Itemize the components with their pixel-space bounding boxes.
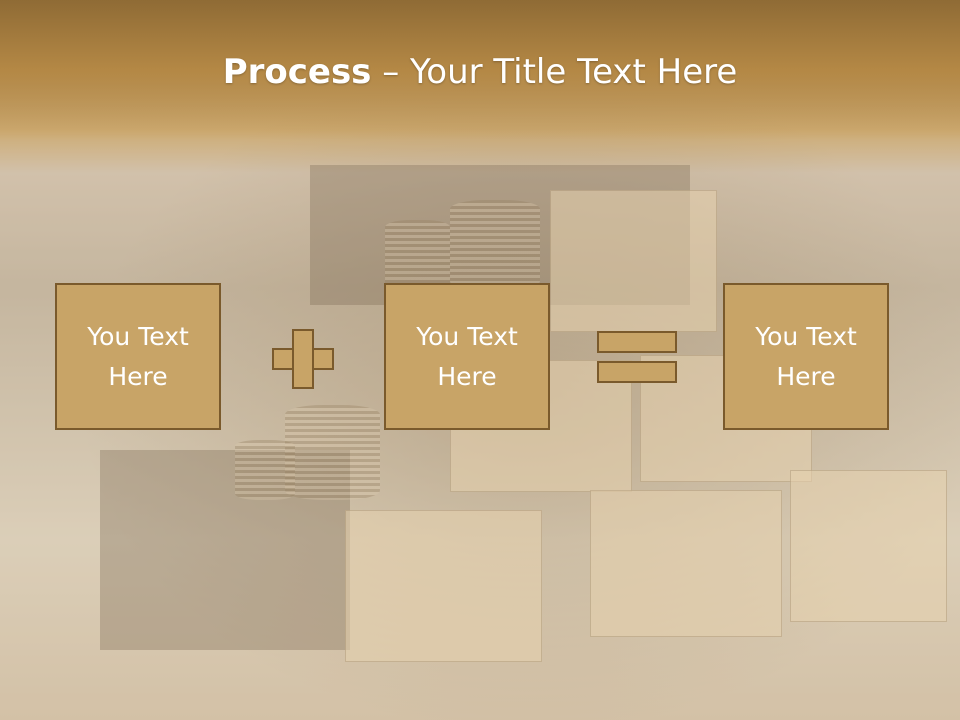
gold-bar [590, 490, 782, 637]
title-rest: – Your Title Text Here [371, 52, 738, 92]
coin-stack [285, 405, 380, 500]
plus-vertical [292, 329, 314, 389]
coin-stack [385, 220, 450, 290]
gold-bar [345, 510, 542, 662]
coin-stack [450, 200, 540, 290]
slide-title: Process – Your Title Text Here [0, 52, 960, 92]
process-box-3[interactable]: You Text Here [723, 283, 889, 430]
process-box-2[interactable]: You Text Here [384, 283, 550, 430]
header-band [0, 0, 960, 140]
equals-icon [597, 331, 677, 385]
title-bold: Process [222, 52, 372, 92]
gold-bar-shadow [100, 450, 350, 650]
process-box-text: You Text Here [87, 321, 189, 391]
process-box-text: You Text Here [416, 321, 518, 391]
process-box-text: You Text Here [755, 321, 857, 391]
coin-stack [235, 440, 295, 500]
gold-bar [790, 470, 947, 622]
process-box-1[interactable]: You Text Here [55, 283, 221, 430]
equals-bottom-bar [597, 361, 677, 383]
gold-bar [550, 190, 717, 332]
equals-top-bar [597, 331, 677, 353]
plus-icon [272, 329, 334, 389]
